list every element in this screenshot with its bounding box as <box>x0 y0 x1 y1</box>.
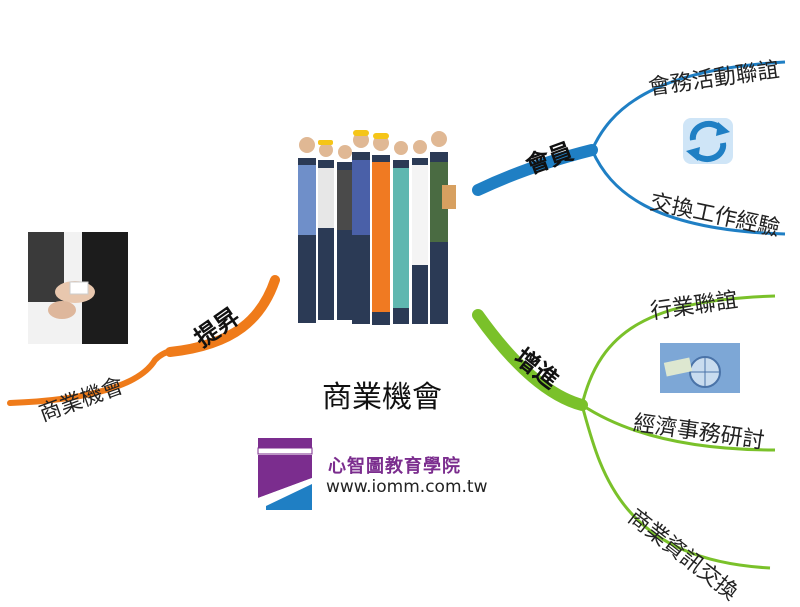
branch-member-trunk <box>472 144 598 196</box>
branch-enhance-leaf-1-line <box>580 294 776 406</box>
workers-photo <box>298 130 456 325</box>
branch-enhance-leaf-3-line <box>580 404 771 570</box>
refresh-arrows-icon <box>683 118 733 164</box>
branch-enhance-trunk <box>472 309 588 411</box>
branch-improve-line-thick <box>165 275 280 357</box>
brand-url[interactable]: www.iomm.com.tw <box>326 477 488 497</box>
handshake-photo <box>28 232 128 344</box>
branch-member-leaf-2-line <box>590 149 786 236</box>
branch-member-leaf-1-line <box>590 60 786 151</box>
branch-enhance-leaf-2-line <box>581 403 776 452</box>
iomm-logo <box>257 438 313 510</box>
money-photo <box>660 343 740 393</box>
brand-name: 心智圖教育學院 <box>328 456 461 477</box>
center-topic-label: 商業機會 <box>322 380 442 415</box>
